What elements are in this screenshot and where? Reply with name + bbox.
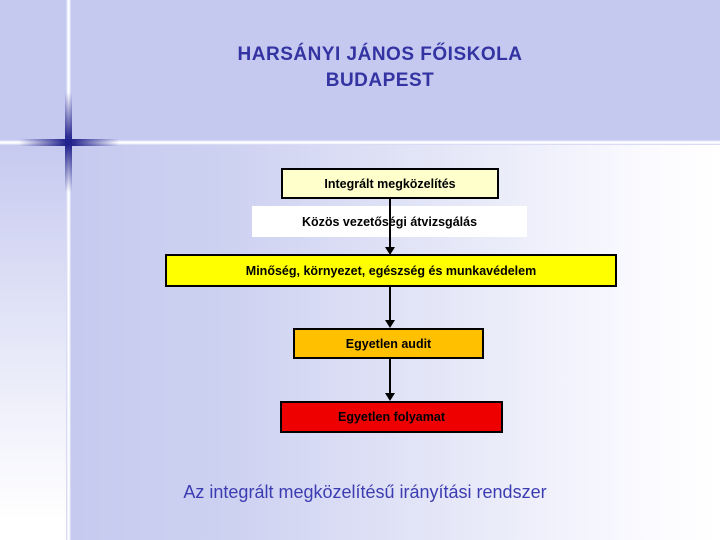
flow-box-integrated-approach: Integrált megközelítés [281, 168, 499, 199]
slide-caption: Az integrált megközelítésű irányítási re… [183, 482, 547, 502]
slide-title-line2: BUDAPEST [325, 70, 435, 91]
connector-line-2 [389, 287, 391, 321]
arrowhead-down-icon [385, 320, 395, 328]
flow-box-quality-environment-health-safety: Minőség, környezet, egészség és munkavéd… [165, 254, 617, 287]
background-left-panel [0, 145, 66, 540]
sparkle-vertical-line [66, 0, 71, 540]
flow-box-single-audit: Egyetlen audit [293, 328, 484, 359]
sparkle-cross-icon [65, 92, 72, 192]
arrowhead-down-icon [385, 393, 395, 401]
connector-line-1 [389, 199, 391, 248]
slide-title-line1: HARSÁNYI JÁNOS FŐISKOLA [237, 44, 523, 65]
slide-title: HARSÁNYI JÁNOS FŐISKOLA BUDAPEST [40, 42, 720, 94]
arrowhead-down-icon [385, 247, 395, 255]
sparkle-horizontal-line [0, 140, 720, 145]
connector-line-3 [389, 359, 391, 394]
flow-box-single-process: Egyetlen folyamat [280, 401, 503, 433]
